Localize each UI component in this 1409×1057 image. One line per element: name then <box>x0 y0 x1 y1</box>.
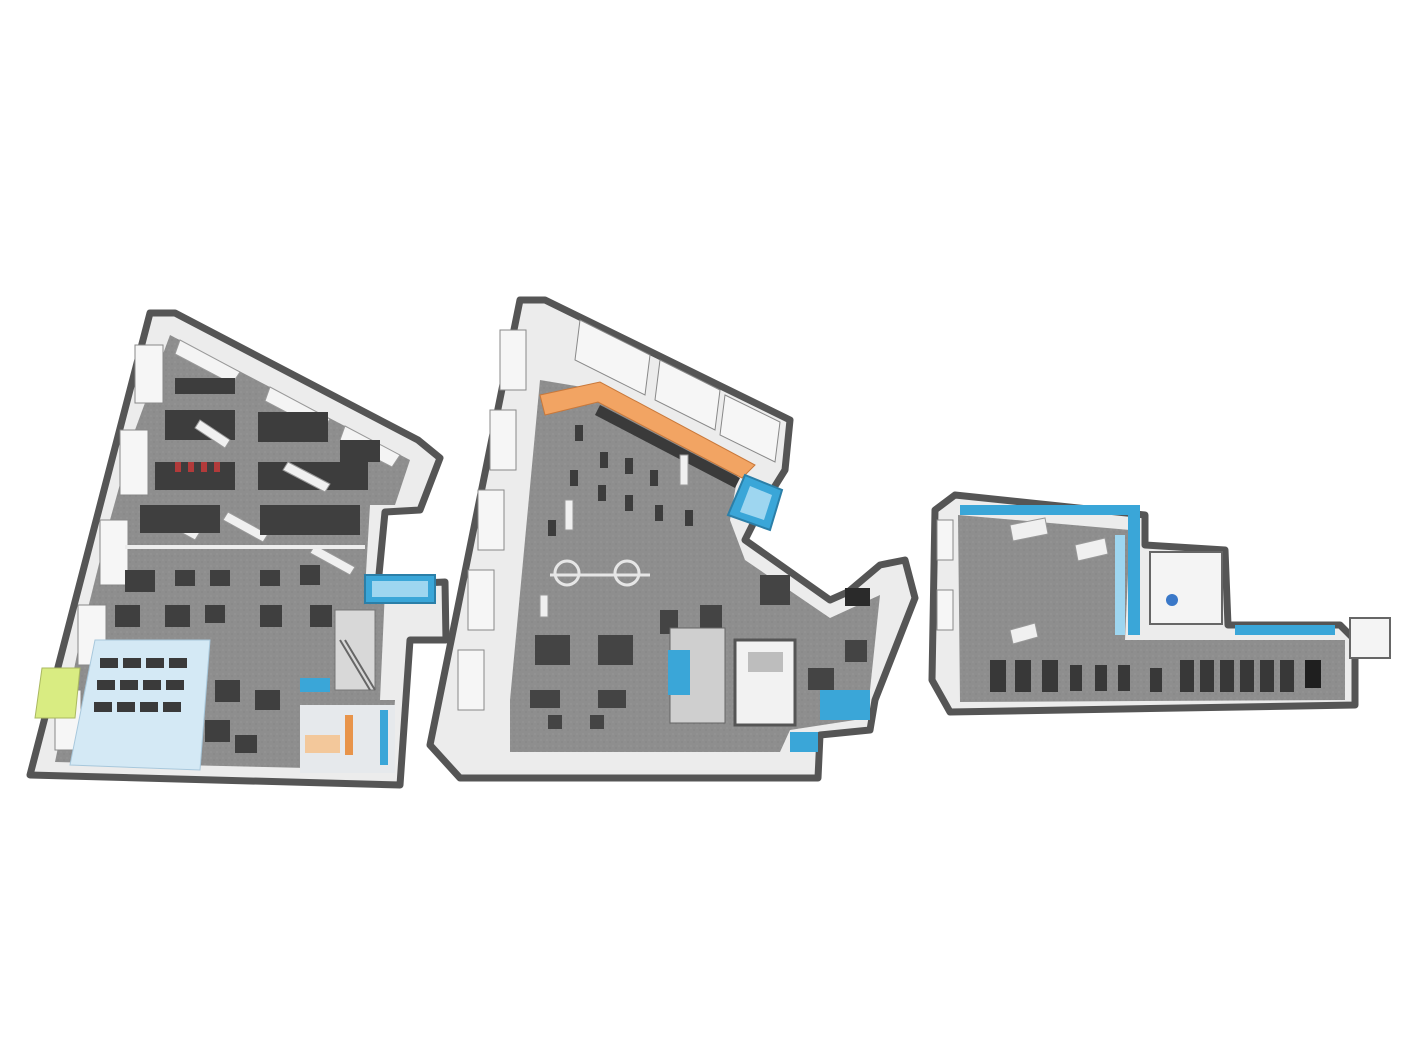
floor-2 <box>426 296 919 782</box>
floor-1-blue-unit <box>300 574 436 692</box>
floor-3-equipment-blue <box>1166 594 1178 606</box>
floor-3-treadmills <box>990 660 1294 692</box>
floor-1-stairs <box>334 609 376 691</box>
floor-1-green-wall <box>34 667 81 719</box>
floor-1-mats <box>94 658 187 712</box>
floor-1-reception-desk <box>305 710 388 765</box>
floor-1-machines <box>115 505 360 753</box>
floor-2-blue-unit <box>726 473 870 752</box>
floor-3-window-niches <box>936 519 954 631</box>
floor-2-platforms <box>530 575 867 729</box>
floor-1-rail <box>125 545 365 549</box>
floor-2-orange-wall <box>539 381 756 479</box>
floor-3-floor <box>958 515 1345 702</box>
floor-3-studio-walls <box>960 505 1335 635</box>
floor-2-stairs <box>668 627 797 727</box>
floor-1 <box>26 309 450 789</box>
floor-2-dividers <box>539 454 689 618</box>
floor-3-dividers <box>1009 517 1109 645</box>
floor-1-bikes <box>175 462 220 472</box>
floor-3 <box>928 491 1391 716</box>
floor-3-door <box>1305 660 1321 688</box>
floor-2-dark-unit <box>845 588 870 606</box>
floor-2-benches <box>548 425 693 536</box>
floor-2-window-niches <box>457 319 781 711</box>
floor-3-side-rooms <box>1149 551 1391 659</box>
floor-2-racks <box>550 559 650 587</box>
floor-2-dumbbell-rack <box>595 405 740 488</box>
